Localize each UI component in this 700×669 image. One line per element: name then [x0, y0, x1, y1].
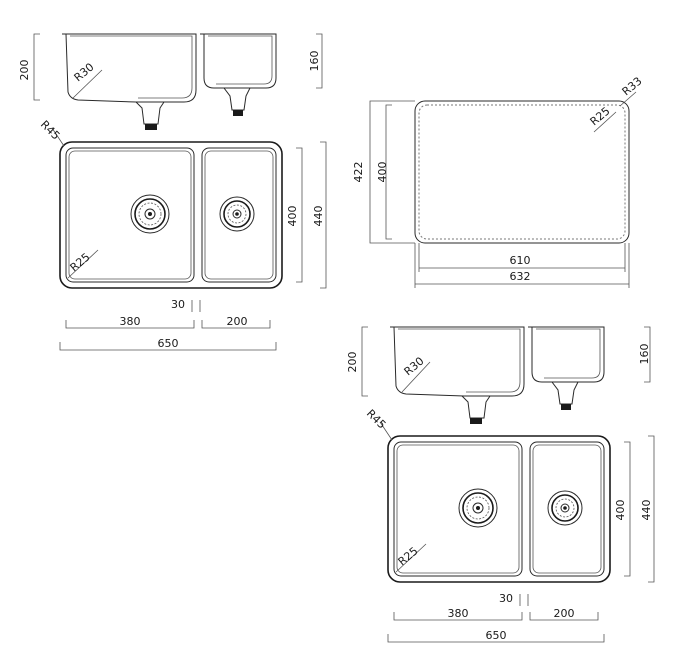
right-drain-plan-b	[547, 490, 583, 526]
left-drain-section-b	[460, 395, 491, 419]
height-outer-right-label: 422	[352, 162, 365, 183]
depth-right-dimension-line-b	[644, 326, 651, 383]
depth-left-label: 200	[18, 60, 31, 81]
total-width-label: 650	[158, 337, 179, 350]
top-right-plan-view: R33 R25 422 400 610 632	[352, 74, 645, 288]
height-outer-dimension	[320, 141, 327, 289]
depth-right-label: 160	[308, 51, 321, 72]
left-drain-plan	[130, 194, 170, 234]
height-inner-label-b: 400	[614, 500, 627, 521]
r25-leader-b	[395, 543, 427, 573]
bottom-right-plan-view: R45 R25 400 440 30 380 200 650	[364, 407, 655, 643]
sink-outer-rim-b	[387, 435, 611, 583]
right-bowl-section-b	[528, 326, 605, 383]
top-left-plan-view: R45 R25 400 440 30 380	[38, 118, 327, 351]
left-drain-cap	[145, 124, 157, 130]
height-outer-label-b: 440	[640, 500, 653, 521]
right-bowl	[201, 147, 277, 283]
height-inner-right-label: 400	[376, 162, 389, 183]
left-width-label: 380	[120, 315, 141, 328]
right-drain-cap-b	[561, 404, 571, 410]
top-left-section-view: 200 R30 160	[18, 33, 323, 130]
r30-leader	[72, 69, 103, 99]
r33-leader	[619, 91, 637, 107]
width-inner-right-label: 610	[510, 254, 531, 267]
right-drain-cap	[233, 110, 243, 116]
gap-label: 30	[171, 298, 185, 311]
right-drain-section-b	[551, 381, 579, 405]
r25-leader	[67, 249, 99, 279]
r33-label: R33	[620, 74, 645, 98]
left-bowl	[65, 147, 195, 283]
gap-dimension	[191, 300, 201, 312]
depth-left-dimension-line-b	[361, 326, 368, 397]
total-width-dimension-b	[387, 634, 605, 643]
height-inner-dimension-b	[624, 441, 631, 577]
right-drain-section	[223, 87, 251, 111]
r30-label-b: R30	[402, 354, 427, 378]
depth-left-label-b: 200	[346, 352, 359, 373]
gap-label-b: 30	[499, 592, 513, 605]
width-inner-right-dimension	[418, 243, 626, 272]
right-bowl-section	[200, 33, 277, 89]
width-outer-right-dimension	[414, 243, 630, 288]
gap-dimension-b	[519, 594, 529, 606]
single-bowl-inner	[418, 104, 626, 240]
sink-outer-rim	[59, 141, 283, 289]
left-drain-section	[134, 101, 165, 125]
total-width-label-b: 650	[486, 629, 507, 642]
height-outer-label: 440	[312, 206, 325, 227]
r45-leader-b	[379, 421, 393, 441]
left-width-label-b: 380	[448, 607, 469, 620]
left-drain-plan-b	[458, 488, 498, 528]
right-drain-plan	[219, 196, 255, 232]
width-outer-right-label: 632	[510, 270, 531, 283]
r30-label: R30	[72, 60, 97, 84]
height-inner-dimension	[296, 147, 303, 283]
right-width-dimension	[201, 320, 271, 329]
r30-leader-b	[401, 361, 431, 393]
r45-label-b: R45	[364, 407, 388, 431]
r25-right-label: R25	[588, 104, 613, 128]
single-bowl-outer	[414, 100, 630, 244]
depth-right-dimension-line	[316, 33, 323, 89]
left-bowl-b	[393, 441, 523, 577]
left-width-dimension	[65, 320, 195, 329]
depth-left-dimension-line	[33, 33, 40, 101]
total-width-dimension	[59, 342, 277, 351]
right-bowl-b	[529, 441, 605, 577]
bottom-right-section-view: 200 R30 160	[346, 326, 651, 424]
right-width-label-b: 200	[554, 607, 575, 620]
right-width-label: 200	[227, 315, 248, 328]
left-drain-cap-b	[470, 418, 482, 424]
r25-right-leader	[593, 111, 617, 133]
height-inner-right-dimension	[385, 104, 392, 240]
left-width-dimension-b	[393, 612, 523, 621]
height-inner-label: 400	[286, 206, 299, 227]
depth-right-label-b: 160	[638, 344, 651, 365]
height-outer-dimension-b	[648, 435, 655, 583]
r45-leader	[51, 127, 65, 147]
height-outer-right-dimension	[369, 100, 376, 244]
right-width-dimension-b	[529, 612, 599, 621]
r25-label-b: R25	[396, 544, 421, 568]
r25-label: R25	[68, 250, 93, 274]
